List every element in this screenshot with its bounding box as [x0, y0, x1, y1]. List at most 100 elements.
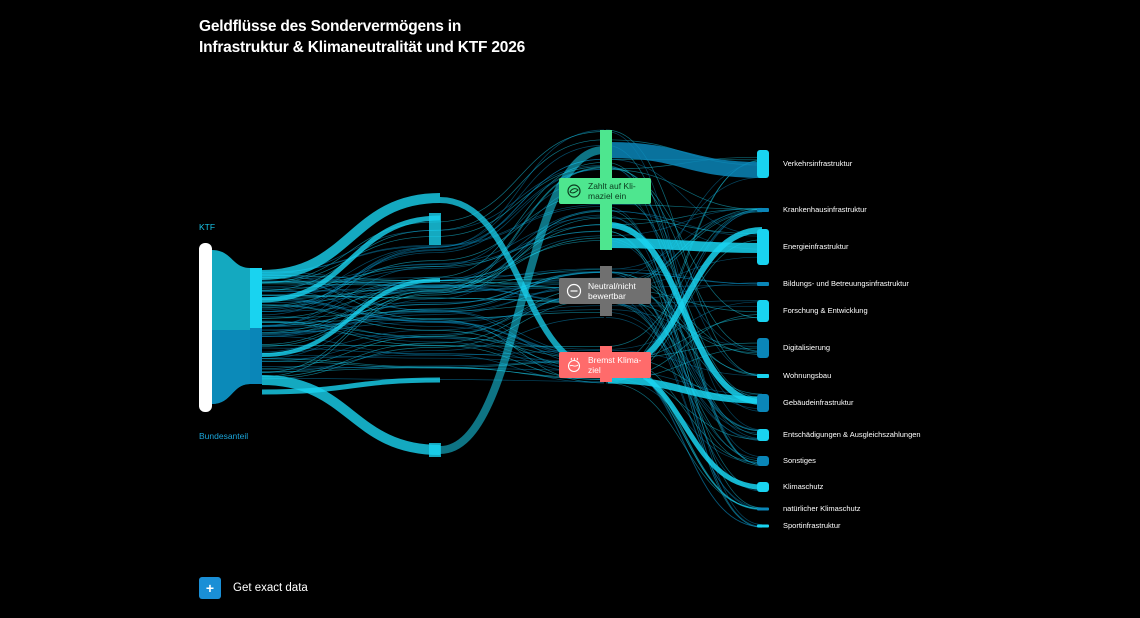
leaf-globe-icon — [566, 183, 582, 199]
hot-globe-icon — [566, 357, 582, 373]
title-line-2: Infrastruktur & Klimaneutralität und KTF… — [199, 39, 526, 56]
thin-flow-line — [605, 294, 763, 509]
intermediate-bar — [429, 213, 441, 245]
node-neutral-label: Neutral/nicht bewertbar — [588, 281, 636, 301]
intermediate-bar — [429, 443, 441, 457]
thin-flow-line — [605, 129, 763, 377]
get-exact-data-label: Get exact data — [233, 582, 308, 594]
category-node — [757, 208, 769, 212]
thin-flow-line — [605, 207, 763, 237]
plus-icon: + — [199, 577, 221, 599]
thin-flow-line — [605, 208, 763, 347]
thick-flow-band — [261, 278, 441, 357]
category-label: Krankenhausinfrastruktur — [783, 205, 867, 214]
category-label: Wohnungsbau — [783, 371, 832, 380]
category-label: Verkehrsinfrastruktur — [783, 159, 853, 168]
thin-flow-line — [605, 210, 763, 270]
thin-flow-line — [261, 168, 605, 300]
thin-flow-line — [605, 302, 763, 410]
thick-flow-band — [607, 376, 763, 404]
thick-flow-band — [439, 146, 605, 454]
category-label: Gebäudeinfrastruktur — [783, 398, 854, 407]
category-node — [757, 429, 769, 441]
thin-flow-line — [261, 271, 605, 335]
thin-flow-line — [261, 297, 605, 358]
category-node — [757, 300, 769, 322]
split-band-dark — [212, 330, 250, 404]
thin-flow-line — [605, 209, 763, 509]
thin-flow-line — [261, 344, 605, 347]
thin-flow-line — [605, 302, 763, 466]
source-node-bundesanteil — [250, 328, 262, 384]
thick-flow-band — [607, 238, 763, 253]
node-negative-label: Bremst Klima-ziel — [588, 355, 642, 375]
thin-flow-line — [261, 329, 605, 350]
source-label-bundesanteil: Bundesanteil — [199, 431, 249, 441]
thin-flow-line — [605, 311, 763, 434]
thin-flow-line — [605, 350, 763, 377]
thin-flow-line — [261, 366, 605, 371]
thin-flow-line — [605, 158, 763, 235]
source-node-ktf — [250, 268, 262, 328]
category-label: Bildungs- und Betreuungsinfrastruktur — [783, 279, 909, 288]
source-label-ktf: KTF — [199, 222, 216, 232]
thin-flow-line — [605, 184, 763, 458]
thin-flow-line — [261, 271, 605, 305]
category-label: Energieinfrastruktur — [783, 242, 849, 251]
thin-flow-line — [261, 282, 605, 284]
thin-flow-line — [261, 298, 605, 356]
thin-flow-line — [261, 274, 605, 304]
get-exact-data-button[interactable]: + Get exact data — [199, 577, 308, 599]
node-positive-climate[interactable]: Zahlt auf Kli-maziel ein — [559, 178, 651, 204]
category-label: Entschädigungen & Ausgleichszahlungen — [783, 430, 921, 439]
thick-flow-band — [607, 142, 763, 178]
node-positive-label: Zahlt auf Kli-maziel ein — [588, 181, 636, 201]
category-node — [757, 229, 769, 265]
thin-flow-line — [605, 169, 763, 210]
thick-flow-band — [607, 222, 763, 405]
category-node — [757, 507, 769, 511]
thin-flow-line — [605, 166, 763, 352]
thin-flow-line — [261, 166, 605, 373]
thick-flow-band — [261, 375, 441, 455]
minus-circle-icon — [566, 283, 582, 299]
thin-flow-line — [261, 304, 605, 360]
thin-flow-line — [261, 129, 605, 327]
thin-flow-line — [605, 204, 763, 210]
thin-flow-line — [605, 301, 763, 350]
category-node — [757, 338, 769, 358]
category-node — [757, 374, 769, 378]
thin-flow-line — [261, 311, 605, 323]
thin-flow-line — [261, 299, 605, 380]
thin-flow-line — [261, 217, 605, 347]
thin-flow-line — [261, 271, 605, 327]
thin-flow-line — [261, 291, 605, 378]
category-node — [757, 482, 769, 492]
category-label: Sonstiges — [783, 456, 816, 465]
thin-flow-line — [261, 354, 605, 364]
category-label: Sportinfrastruktur — [783, 521, 841, 530]
thin-flow-line — [605, 360, 763, 528]
thin-flow-line — [261, 279, 605, 293]
thin-flow-line — [261, 285, 605, 331]
category-label: Digitalisierung — [783, 343, 831, 352]
chart-title: Geldflüsse des Sondervermögens in Infras… — [199, 16, 619, 58]
category-node — [757, 524, 769, 528]
thin-flow-line — [261, 317, 605, 373]
thick-flow-band — [261, 377, 441, 395]
category-label: Klimaschutz — [783, 482, 824, 491]
sankey-nodes — [199, 130, 769, 528]
node-neutral[interactable]: Neutral/nicht bewertbar — [559, 278, 651, 304]
category-label: natürlicher Klimaschutz — [783, 504, 861, 513]
thin-flow-line — [605, 206, 763, 528]
thin-flow-line — [605, 177, 763, 279]
category-node — [757, 394, 769, 412]
thin-flow-line — [261, 350, 605, 359]
thin-flow-line — [261, 305, 605, 334]
category-label: Forschung & Entwicklung — [783, 306, 868, 315]
source-node-total — [199, 243, 212, 412]
category-node — [757, 282, 769, 286]
thin-flow-line — [261, 169, 605, 309]
node-negative-climate[interactable]: Bremst Klima-ziel — [559, 352, 651, 378]
